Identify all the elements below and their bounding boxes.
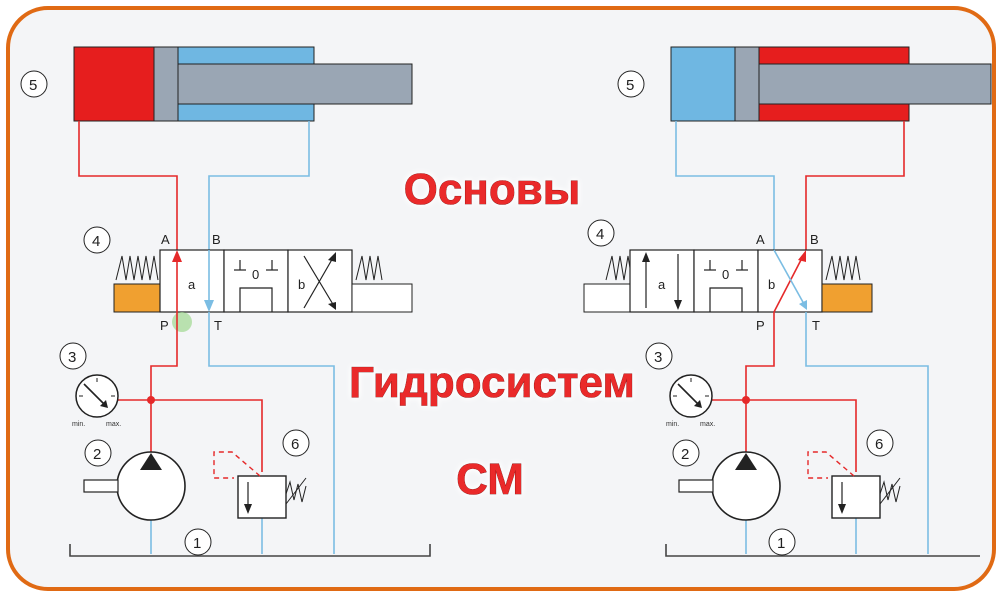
title-line-1: Основы: [404, 165, 581, 214]
right-port-a: A: [756, 232, 765, 247]
right-pump: [678, 451, 781, 521]
left-pos-0: 0: [252, 267, 259, 282]
title-line-2: Гидросистем: [349, 358, 635, 407]
svg-text:4: 4: [596, 226, 604, 243]
right-port-p: P: [756, 318, 765, 333]
right-tank: [665, 544, 980, 557]
right-pressure-gauge: [669, 374, 713, 418]
right-label-4: 4: [587, 219, 615, 247]
right-directional-valve: [583, 249, 873, 313]
left-gauge-min: min.: [72, 421, 85, 428]
right-label-2: 2: [672, 439, 700, 467]
svg-text:1: 1: [777, 535, 785, 552]
left-circuit: A B P T a 0 b min.: [20, 46, 431, 557]
right-label-3: 3: [645, 342, 673, 370]
right-pos-0: 0: [722, 267, 729, 282]
svg-text:4: 4: [92, 233, 100, 250]
right-circuit: A B P T a 0 b min. max.: [583, 46, 992, 557]
svg-text:2: 2: [93, 446, 101, 463]
left-tank: [69, 544, 431, 557]
svg-text:6: 6: [291, 436, 299, 453]
left-port-a: A: [161, 232, 170, 247]
right-cylinder: [670, 46, 992, 122]
svg-text:1: 1: [193, 535, 201, 552]
left-label-4: 4: [83, 226, 111, 254]
left-label-6: 6: [282, 429, 310, 457]
left-pos-b: b: [298, 277, 305, 292]
svg-text:6: 6: [875, 436, 883, 453]
hydraulic-diagram: A B P T a 0 b min.: [20, 46, 992, 557]
left-directional-valve: [113, 249, 413, 332]
left-port-p: P: [160, 318, 169, 333]
svg-text:2: 2: [681, 446, 689, 463]
left-pos-a: a: [188, 277, 196, 292]
right-label-1: 1: [768, 528, 796, 556]
svg-text:3: 3: [68, 349, 76, 366]
left-port-b: B: [212, 232, 221, 247]
left-pump: [83, 451, 186, 521]
left-label-3: 3: [59, 342, 87, 370]
title-line-3: СМ: [456, 455, 524, 504]
svg-text:5: 5: [29, 77, 37, 94]
right-gauge-min: min.: [666, 421, 679, 428]
left-relief-valve: [213, 451, 307, 519]
diagram-frame: A B P T a 0 b min.: [6, 6, 996, 591]
svg-text:3: 3: [654, 349, 662, 366]
right-pos-b: b: [768, 277, 775, 292]
left-cylinder: [73, 46, 413, 122]
right-relief-valve: [807, 451, 901, 519]
right-gauge-max: max.: [700, 421, 715, 428]
left-port-t: T: [214, 318, 222, 333]
right-label-6: 6: [866, 429, 894, 457]
right-port-b: B: [810, 232, 819, 247]
left-pressure-gauge: [75, 374, 119, 418]
svg-text:5: 5: [626, 77, 634, 94]
right-pos-a: a: [658, 277, 666, 292]
right-port-t: T: [812, 318, 820, 333]
left-gauge-max: max.: [106, 421, 121, 428]
right-label-5: 5: [617, 70, 645, 98]
left-label-5: 5: [20, 70, 48, 98]
left-label-2: 2: [84, 439, 112, 467]
left-label-1: 1: [184, 528, 212, 556]
